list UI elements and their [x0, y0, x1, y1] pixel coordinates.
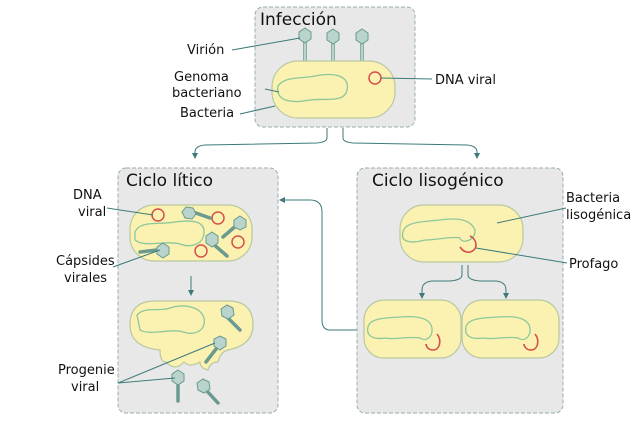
arrow-to-lytic — [192, 128, 328, 159]
lysogenic-bacteria-label-2: lisogénica — [566, 208, 631, 223]
daughter-genome-left — [366, 315, 433, 341]
daughter-genome-right — [464, 315, 531, 341]
arrow-lysogenic-to-lytic — [279, 197, 362, 331]
lysogenic-bacteria-label-1: Bacteria — [566, 191, 620, 206]
lytic-genome — [134, 220, 205, 247]
capsids-label-2: virales — [64, 271, 107, 286]
arrow-division-left — [419, 265, 463, 299]
bacterial-genome — [277, 73, 348, 103]
lysogenic-title: Ciclo lisogénico — [372, 171, 504, 191]
prophage-icon — [459, 235, 477, 253]
capsids-label-1: Cápsides — [56, 254, 115, 269]
progeny-label-2: viral — [71, 380, 99, 395]
lysing-genome — [136, 305, 205, 334]
daughter-cell-right — [461, 299, 560, 359]
lysogenic-genome — [401, 218, 476, 243]
genome-label-2: bacteriano — [172, 86, 242, 101]
arrow-to-lysogenic — [342, 128, 480, 159]
infection-bacterium — [271, 60, 396, 119]
lytic-dna-label-2: viral — [78, 205, 106, 220]
prophage-label: Profago — [569, 257, 618, 272]
lytic-title: Ciclo lítico — [126, 171, 213, 191]
genome-label-1: Genoma — [174, 70, 229, 85]
lytic-dna-label-1: DNA — [73, 188, 102, 203]
daughter-cell-left — [363, 299, 462, 359]
lysing-bacterium — [129, 300, 254, 371]
progeny-label-1: Progenie — [58, 363, 115, 378]
progeny-virion-icons — [171, 304, 242, 405]
daughter-prophage-right — [523, 333, 539, 351]
arrow-division-right — [467, 265, 509, 299]
viral-dna-label: DNA viral — [435, 73, 496, 88]
daughter-prophage-left — [425, 333, 441, 351]
lysogenic-bacterium — [399, 204, 524, 263]
bacteria-label: Bacteria — [180, 106, 234, 121]
virion-label: Virión — [187, 43, 224, 58]
capsid-icons — [138, 206, 247, 259]
virion-icon — [298, 27, 369, 64]
infection-title: Infección — [260, 10, 337, 30]
